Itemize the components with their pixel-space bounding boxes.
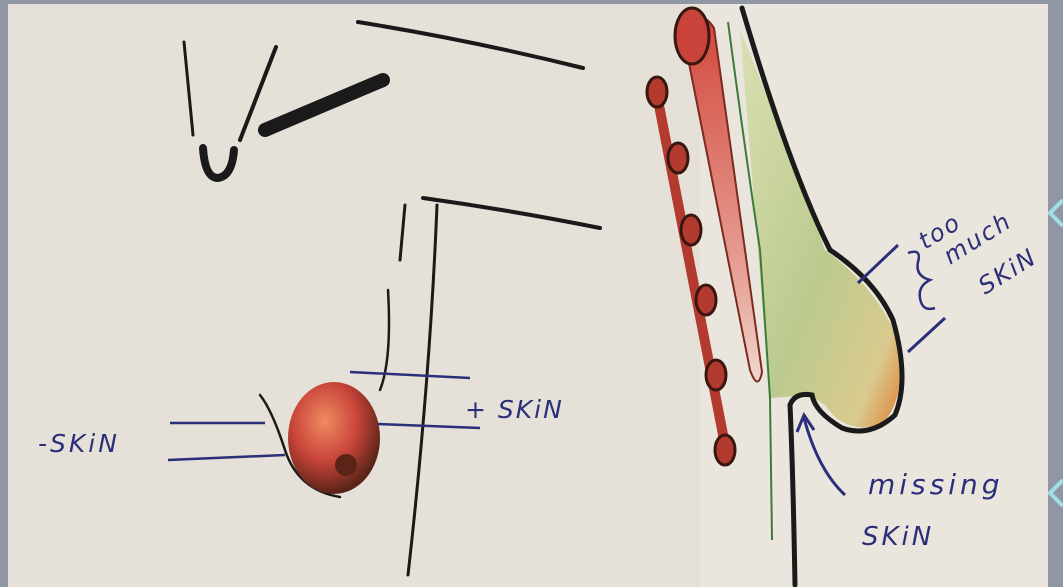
rib-node — [715, 435, 735, 465]
missing-label: missing — [868, 468, 1004, 501]
rib-node — [681, 215, 701, 245]
rib-node — [696, 285, 716, 315]
nipple — [335, 454, 357, 476]
missing-skin-label: SKiN — [862, 522, 934, 552]
muscle-top-oval — [675, 8, 709, 64]
minus-skin-label: -SKiN — [38, 429, 120, 458]
rib-node — [706, 360, 726, 390]
nipple-areola — [288, 382, 380, 494]
rib-node — [668, 143, 688, 173]
chevron-left-icon[interactable] — [1050, 200, 1063, 226]
plus-skin-label: + SKiN — [465, 395, 564, 424]
rib-node — [647, 77, 667, 107]
chevron-right-icon[interactable] — [1050, 480, 1063, 506]
